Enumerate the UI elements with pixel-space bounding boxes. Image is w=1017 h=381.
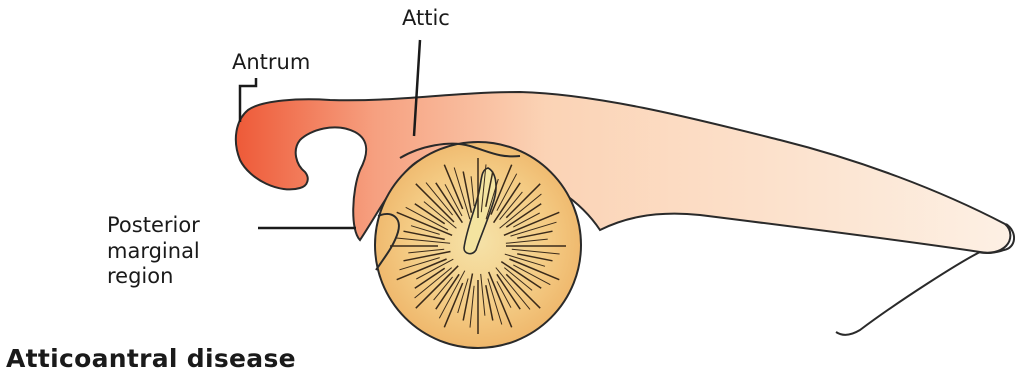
- label-posterior-line2: marginal: [107, 239, 200, 265]
- label-posterior-marginal-region: Posterior marginal region: [107, 213, 200, 290]
- canal-lower-edge: [836, 252, 980, 335]
- label-posterior-line3: region: [107, 264, 200, 290]
- label-posterior-line1: Posterior: [107, 213, 200, 239]
- label-antrum: Antrum: [232, 50, 310, 76]
- label-attic: Attic: [402, 6, 450, 32]
- diagram-caption: Atticoantral disease: [6, 344, 296, 373]
